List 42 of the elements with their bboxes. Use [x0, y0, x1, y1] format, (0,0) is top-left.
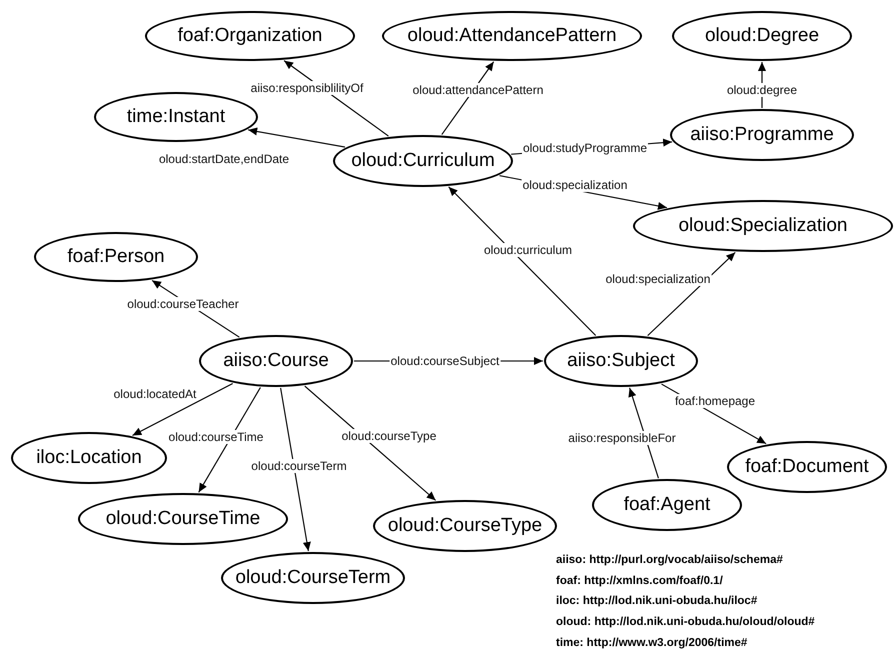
- class-name: aiiso:Programme: [690, 124, 834, 146]
- edge-label: oloud:courseSubject: [390, 354, 500, 368]
- class-name: oloud:CourseTerm: [235, 567, 391, 589]
- class-name: oloud:AttendancePattern: [407, 25, 617, 47]
- class-name: foaf:Agent: [624, 494, 710, 516]
- arrow: [248, 127, 346, 148]
- namespace-note: foaf: http://xmlns.com/foaf/0.1/: [556, 574, 723, 587]
- edge-label: oloud:courseType: [340, 429, 438, 443]
- edge-label: foaf:homepage: [674, 394, 756, 408]
- edge-label: oloud:courseTerm: [250, 459, 348, 473]
- class-name: aiiso:Subject: [567, 350, 675, 372]
- edge-label: oloud:courseTeacher: [126, 297, 240, 311]
- namespace-note: time: http://www.w3.org/2006/time#: [556, 636, 748, 649]
- edge-label: oloud:curriculum: [482, 243, 574, 257]
- arrow: [132, 382, 233, 436]
- edge-label: oloud:locatedAt: [112, 387, 198, 401]
- class-name: oloud:Curriculum: [351, 150, 495, 172]
- edge-label: aiiso:responsiblilityOf: [250, 81, 364, 95]
- edge-label: aiiso:responsibleFor: [567, 431, 677, 445]
- class-name: oloud:Specialization: [678, 215, 848, 237]
- class-name: time:Instant: [126, 106, 226, 128]
- edge-label: oloud:specialization: [604, 272, 712, 286]
- class-name: aiiso:Course: [223, 350, 329, 372]
- class-name: foaf:Document: [745, 456, 869, 478]
- class-name: oloud:CourseTime: [106, 508, 260, 530]
- edge-label: oloud:degree: [726, 83, 798, 97]
- edge-label: oloud:attendancePattern: [412, 83, 544, 97]
- class-name: foaf:Organization: [178, 25, 322, 47]
- edge-label: oloud:startDate,endDate: [158, 152, 290, 166]
- class-name: foaf:Person: [67, 246, 165, 268]
- arrow: [304, 386, 436, 501]
- class-name: oloud:Degree: [704, 25, 820, 47]
- edge-label: oloud:courseTime: [168, 430, 264, 444]
- class-name: iloc:Location: [36, 447, 142, 469]
- namespace-note: aiiso: http://purl.org/vocab/aiiso/schema#: [556, 554, 783, 566]
- arrow: [448, 186, 596, 336]
- arrow: [280, 388, 311, 552]
- class-name: oloud:CourseType: [388, 515, 542, 537]
- edge-label: oloud:studyProgramme: [522, 141, 648, 155]
- namespace-note: iloc: http://lod.nik.uni-obuda.hu/iloc#: [556, 595, 758, 608]
- namespace-note: oloud: http://lod.nik.uni-obuda.hu/oloud/oloud#: [556, 616, 815, 628]
- edge-label: oloud:specialization: [522, 178, 628, 192]
